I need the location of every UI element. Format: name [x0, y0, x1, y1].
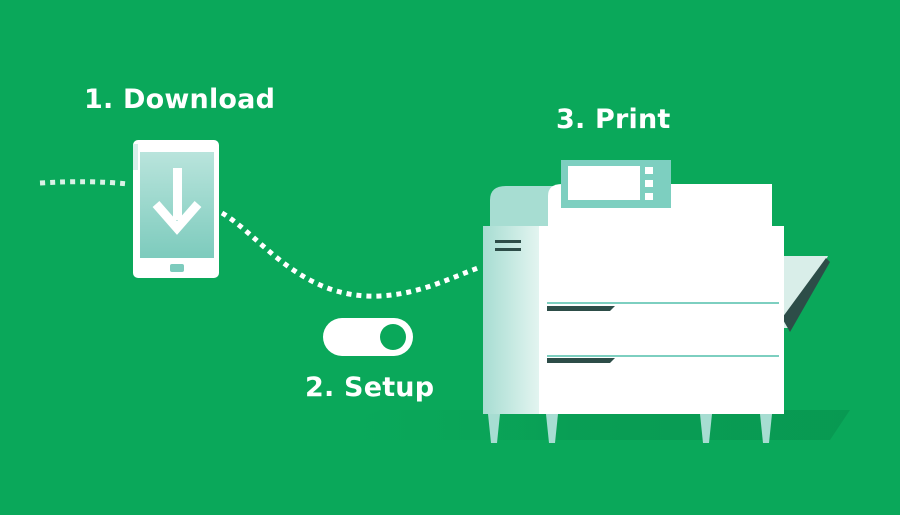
step-setup-label: 2. Setup [305, 372, 435, 403]
step-print-label: 3. Print [556, 104, 671, 135]
dotted-path-right [220, 210, 479, 299]
phone-download-icon [133, 140, 219, 278]
toggle-switch-icon [323, 318, 413, 356]
dotted-path-left [39, 179, 129, 187]
printer-icon [300, 160, 850, 443]
step-download-label: 1. Download [84, 84, 276, 115]
